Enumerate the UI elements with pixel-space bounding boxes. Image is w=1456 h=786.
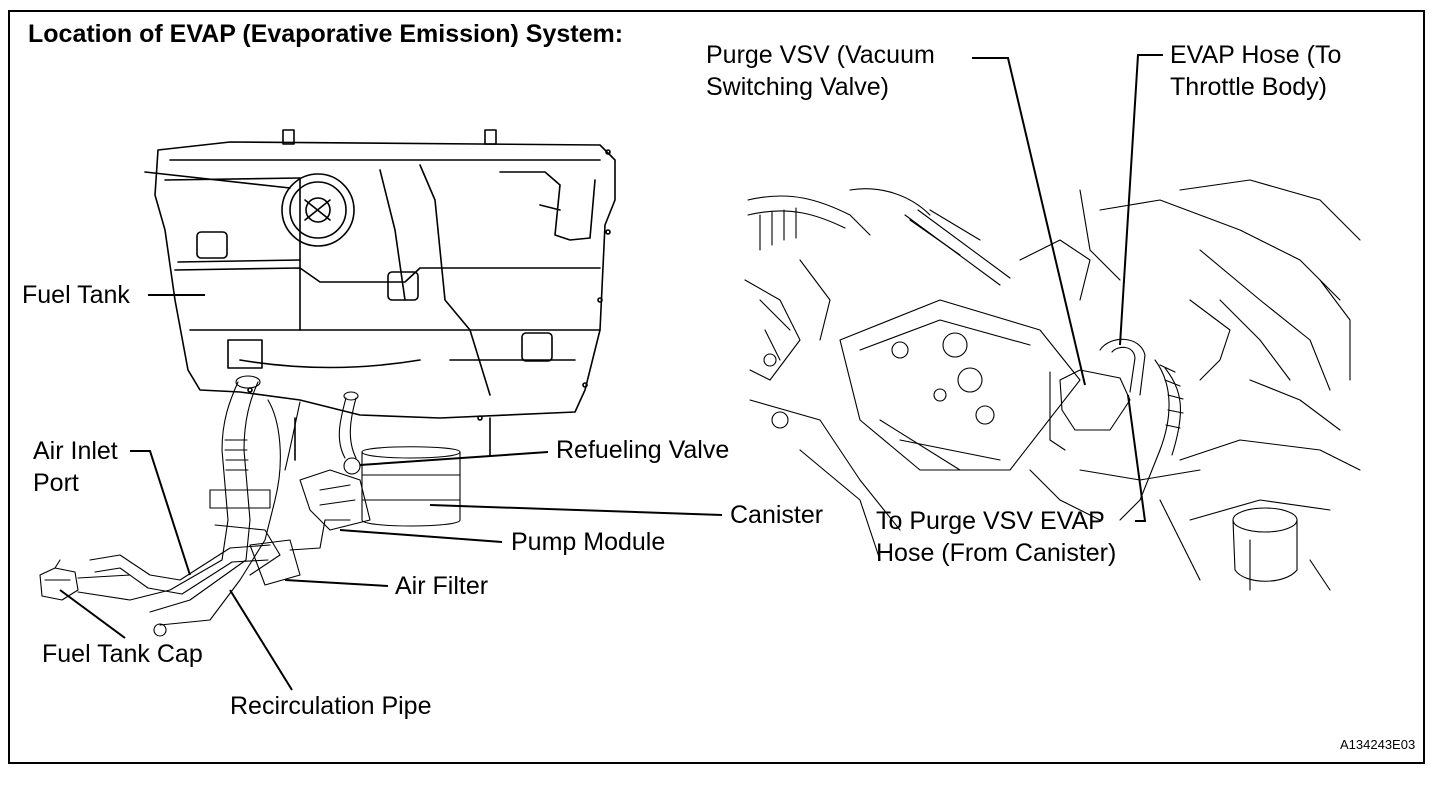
label-air-filter: Air Filter (395, 572, 489, 600)
engine-bay-drawing (744, 179, 1361, 591)
label-evap-hose-throttle-body: EVAP Hose (To Throttle Body) (1170, 41, 1342, 101)
label-fuel-tank: Fuel Tank (22, 281, 130, 309)
diagram-title: Location of EVAP (Evaporative Emission) … (28, 20, 624, 48)
label-refueling-valve: Refueling Valve (556, 436, 730, 464)
label-purge-vsv-evap-hose: To Purge VSV EVAP Hose (From Canister) (876, 507, 1117, 567)
diagram-frame (8, 10, 1425, 764)
fuel-tank-drawing (144, 129, 616, 461)
label-recirculation-pipe: Recirculation Pipe (230, 692, 432, 720)
label-canister: Canister (730, 501, 824, 529)
label-purge-vsv: Purge VSV (Vacuum Switching Valve) (706, 41, 935, 101)
leader-lines (59, 54, 1163, 691)
filler-neck-and-canister-drawing (39, 375, 461, 637)
label-pump-module: Pump Module (511, 528, 666, 556)
label-fuel-tank-cap: Fuel Tank Cap (42, 640, 203, 668)
label-air-inlet-port: Air Inlet Port (33, 437, 118, 497)
reference-code: A134243E03 (1340, 737, 1416, 752)
